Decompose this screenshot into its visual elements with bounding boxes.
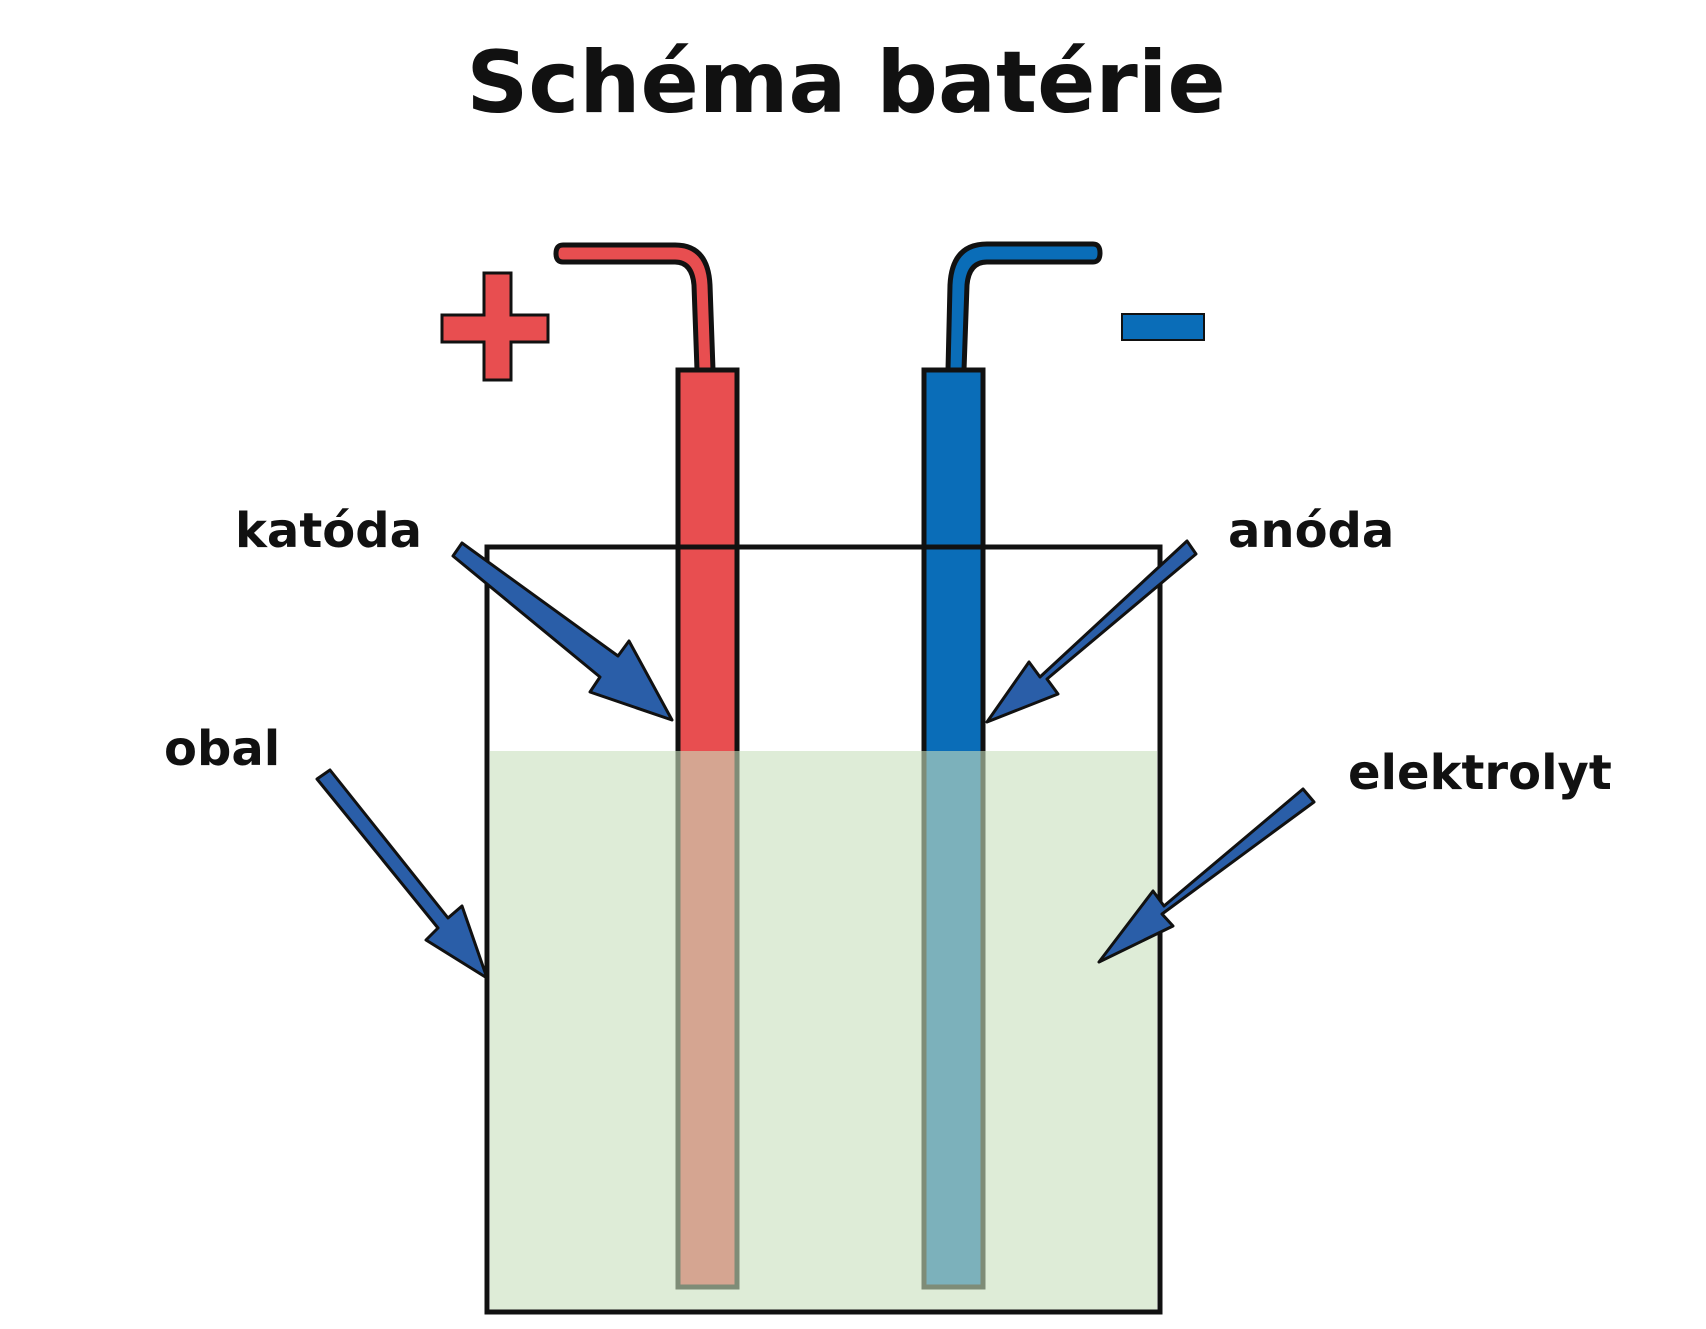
arrow-to-cathode-icon xyxy=(451,541,674,722)
electrolyte-label: elektrolyt xyxy=(1348,745,1612,801)
plus-shape xyxy=(440,271,550,382)
arrow-to-anode-icon xyxy=(985,539,1198,724)
arrow-to-casing-icon xyxy=(315,768,489,980)
plus-symbol-icon xyxy=(440,271,550,382)
diagram-title: Schéma batérie xyxy=(466,33,1225,133)
cathode-wire xyxy=(553,242,716,373)
cathode-label: katóda xyxy=(235,503,422,559)
arrow-to-electrolyte-icon xyxy=(1097,787,1316,964)
electrolyte-fill xyxy=(490,751,1157,1310)
anode-wire xyxy=(945,241,1103,373)
anode-label: anóda xyxy=(1228,503,1394,559)
minus-symbol-icon xyxy=(1121,313,1205,341)
casing-label: obal xyxy=(164,721,280,777)
